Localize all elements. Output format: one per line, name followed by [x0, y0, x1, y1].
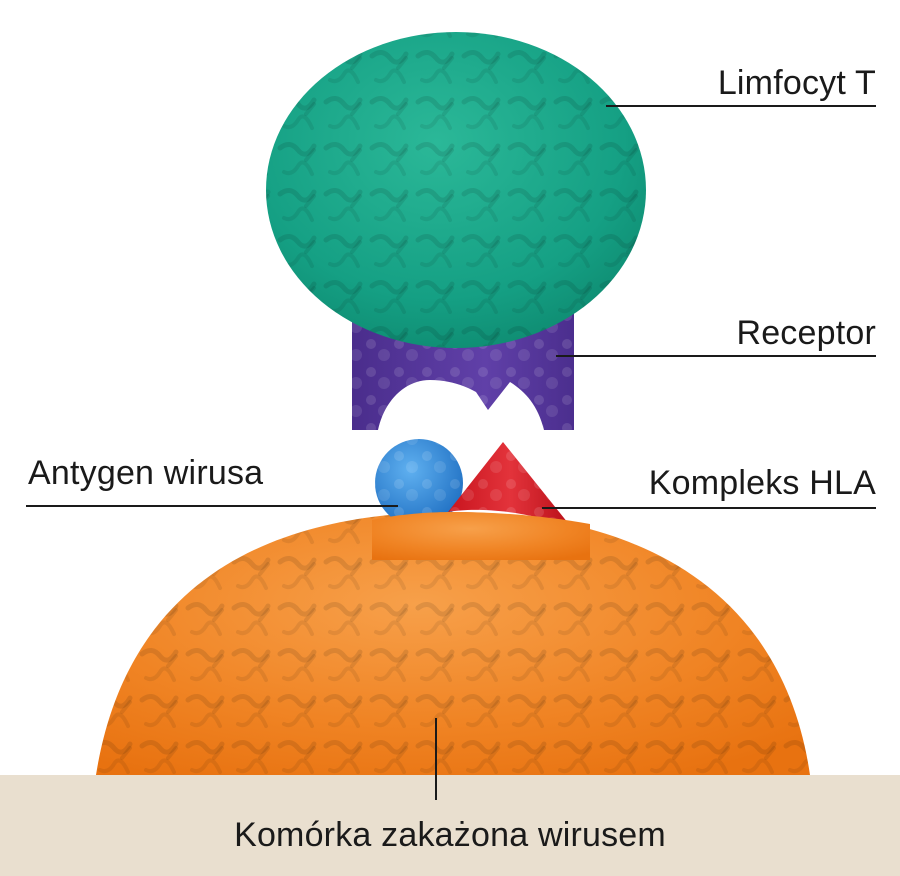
- ground-band: [0, 775, 900, 876]
- label-receptor: Receptor: [736, 314, 876, 352]
- label-infected-cell: Komórka zakażona wirusem: [234, 816, 666, 854]
- label-t-cell: Limfocyt T: [717, 64, 876, 102]
- label-viral-antigen: Antygen wirusa: [28, 454, 264, 492]
- infected-cell-edge: [372, 512, 590, 560]
- infected-cell: [96, 512, 810, 775]
- hla-complex: [448, 442, 572, 528]
- label-hla-complex: Kompleks HLA: [648, 464, 876, 502]
- t-lymphocyte: [266, 32, 646, 348]
